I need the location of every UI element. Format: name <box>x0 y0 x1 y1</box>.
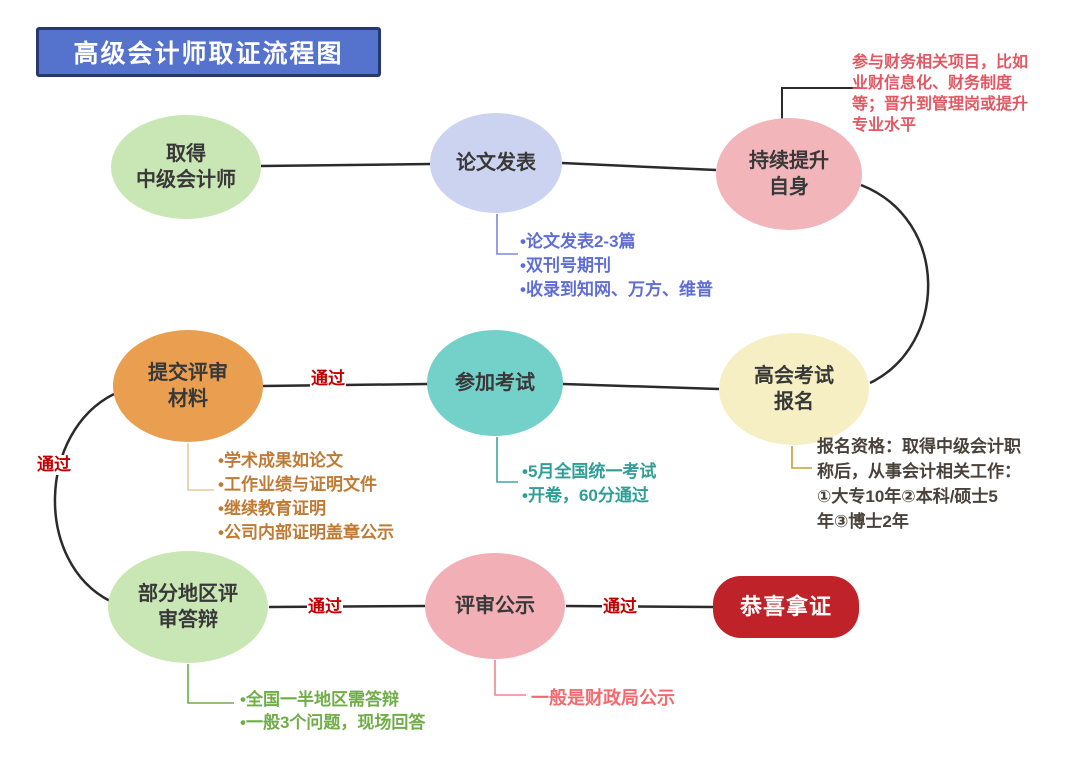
edge-paper-improve <box>561 161 717 172</box>
note-line: 等；晋升到管理岗或提升 <box>852 96 1029 113</box>
node-exam-registration: 高会考试 报名 <box>719 333 869 445</box>
note-line: 业财信息化、财务制度 <box>852 75 1013 92</box>
note-line: •开卷，60分通过 <box>522 486 649 505</box>
node-get-certificate: 恭喜拿证 <box>713 576 859 638</box>
note-continuous-improvement: 参与财务相关项目，比如 业财信息化、财务制度 等；晋升到管理岗或提升 专业水平 <box>852 52 1028 136</box>
note-line: 报名资格：取得中级会计职 <box>817 437 1021 456</box>
node-review-publicity: 评审公示 <box>425 553 565 659</box>
node-take-exam: 参加考试 <box>427 330 563 436</box>
edge-obtain-paper <box>260 162 431 168</box>
node-continuous-improvement: 持续提升 自身 <box>716 118 862 230</box>
edge-improve-register <box>860 183 930 385</box>
note-line: 称后，从事会计相关工作： <box>817 462 1021 481</box>
note-line: 一般是财政局公示 <box>531 688 675 708</box>
connector-defense-note <box>187 664 234 704</box>
note-line: •学术成果如论文 <box>218 451 343 470</box>
connector-register-note <box>791 446 812 469</box>
diagram-title: 高级会计师取证流程图 <box>36 27 381 77</box>
note-take-exam: •5月全国统一考试 •开卷，60分通过 <box>522 460 656 508</box>
node-regional-defense: 部分地区评 审答辩 <box>108 551 268 663</box>
pass-label-exam-materials: 通过 <box>310 369 346 389</box>
note-line: 专业水平 <box>852 117 917 134</box>
note-line: 年③博士2年 <box>817 512 909 531</box>
pass-label-publicity-certificate: 通过 <box>602 597 638 617</box>
edge-publicity-certificate <box>565 604 714 609</box>
note-submit-materials: •学术成果如论文 •工作业绩与证明文件 •继续教育证明 •公司内部证明盖章公示 <box>218 449 394 545</box>
connector-exam-note <box>496 437 518 483</box>
note-exam-registration: 报名资格：取得中级会计职 称后，从事会计相关工作： ①大专10年②本科/硕士5 … <box>817 434 1021 534</box>
note-line: •公司内部证明盖章公示 <box>218 523 394 542</box>
note-line: •5月全国统一考试 <box>522 462 657 481</box>
note-line: •双刊号期刊 <box>520 256 611 275</box>
pass-label-defense-publicity: 通过 <box>307 597 343 617</box>
note-regional-defense: •全国一半地区需答辩 •一般3个问题，现场回答 <box>240 688 425 734</box>
note-line: •工作业绩与证明文件 <box>218 475 377 494</box>
edge-defense-publicity <box>268 604 427 609</box>
note-line: 参与财务相关项目，比如 <box>852 54 1029 71</box>
node-paper-publication: 论文发表 <box>430 113 562 213</box>
node-obtain-intermediate: 取得 中级会计师 <box>111 115 261 219</box>
note-paper-publication: •论文发表2-3篇 •双刊号期刊 •收录到知网、万方、维普 <box>520 230 713 302</box>
pass-label-materials-defense: 通过 <box>36 455 72 475</box>
note-line: ①大专10年②本科/硕士5 <box>817 487 998 506</box>
edge-register-exam <box>562 382 720 391</box>
connector-publicity-note <box>494 660 526 696</box>
note-line: •收录到知网、万方、维普 <box>520 280 713 299</box>
note-line: •一般3个问题，现场回答 <box>240 713 426 732</box>
note-line: •继续教育证明 <box>218 499 326 518</box>
note-line: •论文发表2-3篇 <box>520 232 636 251</box>
node-submit-materials: 提交评审 材料 <box>113 330 263 442</box>
connector-materials-note <box>187 443 214 491</box>
connector-paper-note <box>496 214 518 255</box>
note-review-publicity: 一般是财政局公示 <box>531 686 675 710</box>
edge-materials-defense <box>53 392 115 603</box>
note-line: •全国一半地区需答辩 <box>240 690 399 709</box>
edge-improve-note <box>781 87 860 122</box>
